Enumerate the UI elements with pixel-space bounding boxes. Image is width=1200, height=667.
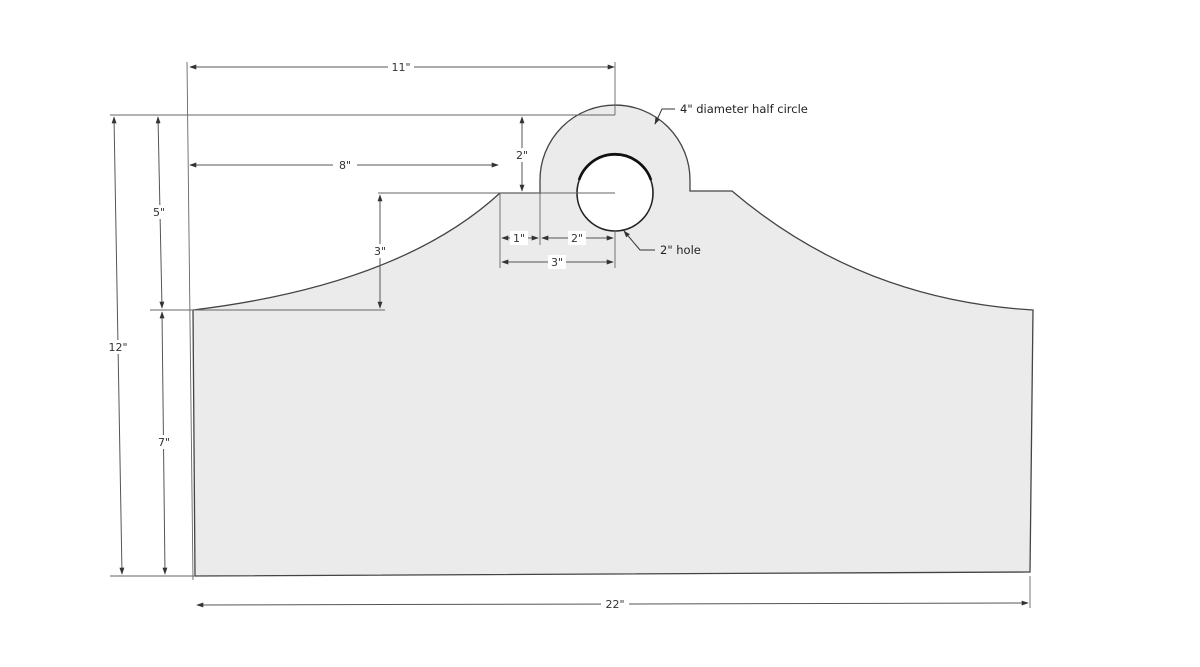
label-bg-1	[510, 231, 528, 245]
label-bg-5	[150, 205, 168, 219]
hole-shadow-arc	[577, 152, 653, 181]
label-3-horizontal: 3"	[551, 256, 563, 269]
label-bg-2-vertical	[513, 148, 531, 162]
label-bg-22	[601, 597, 629, 611]
label-12: 12"	[108, 341, 127, 354]
label-bg-12	[106, 340, 130, 354]
label-7: 7"	[158, 436, 170, 449]
label-2-vertical: 2"	[516, 149, 528, 162]
label-bg-11	[388, 60, 414, 74]
label-22: 22"	[605, 598, 624, 611]
label-5: 5"	[153, 206, 165, 219]
leader-hole	[623, 230, 655, 251]
ext-left-edge	[186, 61, 194, 581]
label-bg-8	[333, 158, 357, 172]
label-bg-3-vertical	[371, 244, 389, 258]
callout-half-circle: 4" diameter half circle	[680, 102, 808, 116]
label-bg-7	[155, 435, 173, 449]
label-3-vertical: 3"	[374, 245, 386, 258]
label-bg-2-horizontal	[568, 231, 586, 245]
label-1: 1"	[513, 232, 525, 245]
panel-shape	[192, 104, 1034, 577]
label-11: 11"	[391, 61, 410, 74]
label-8: 8"	[339, 159, 351, 172]
callout-hole: 2" hole	[660, 243, 701, 257]
label-2-horizontal: 2"	[571, 232, 583, 245]
leader-half-circle	[654, 108, 675, 125]
label-bg-3-horizontal	[548, 255, 566, 269]
